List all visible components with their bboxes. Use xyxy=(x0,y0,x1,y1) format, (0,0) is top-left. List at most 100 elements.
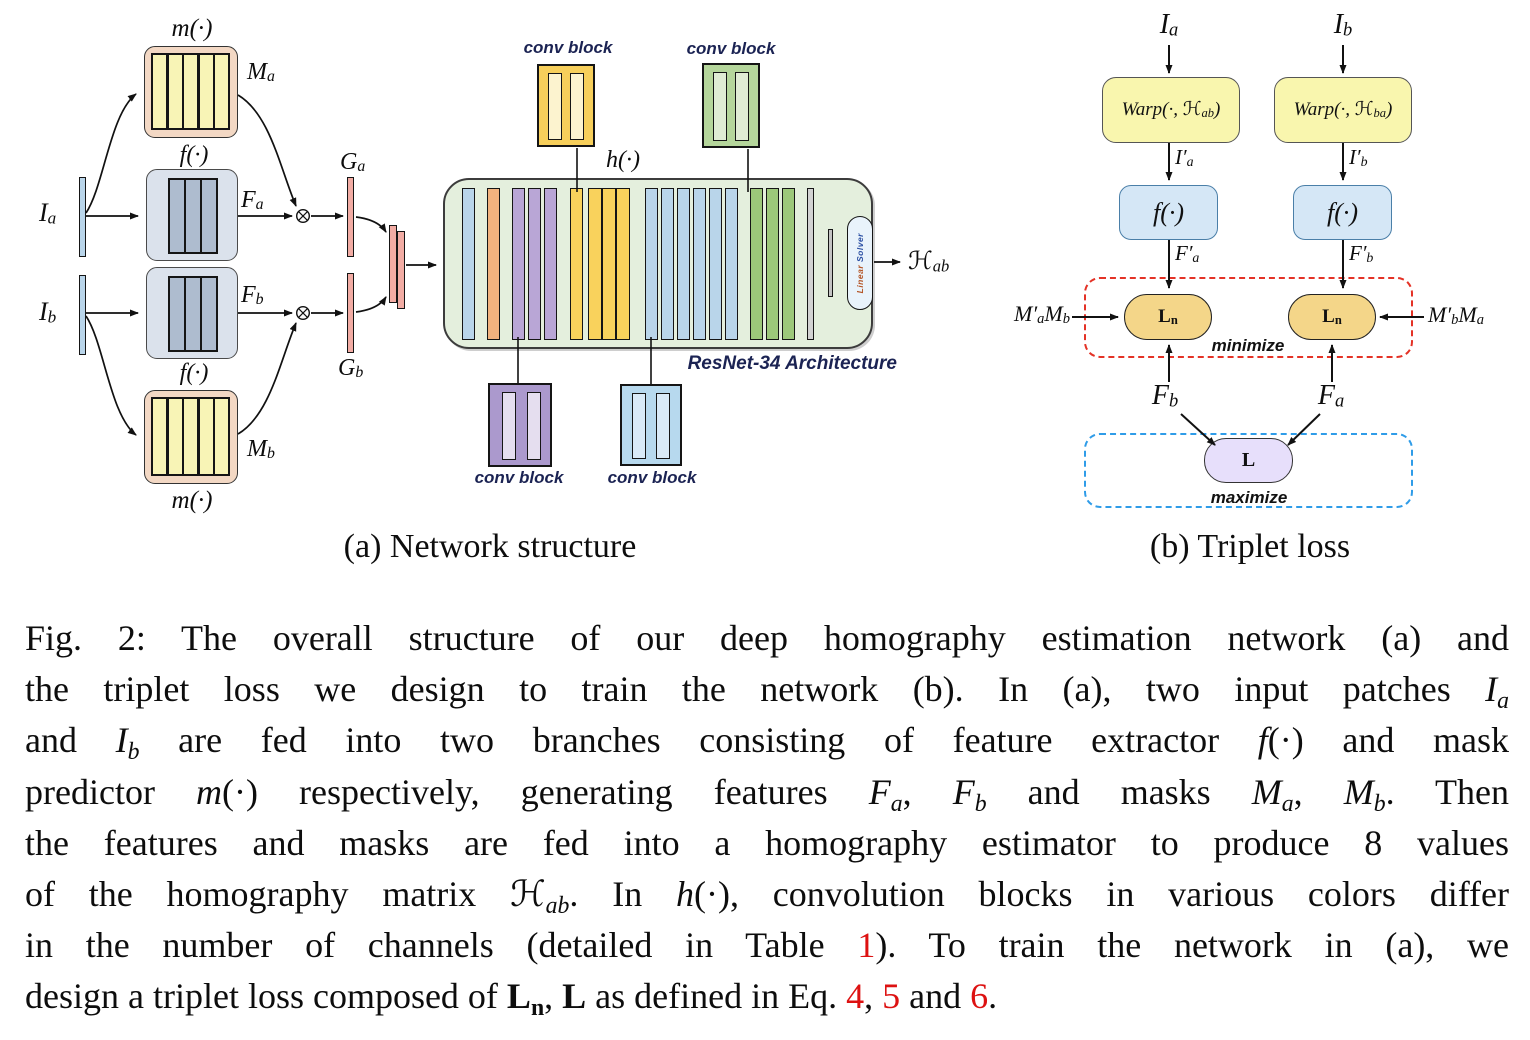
mask-predictor-b-cells xyxy=(151,397,230,476)
loss-ln-right-label: Ln xyxy=(1322,305,1342,328)
feature-cell xyxy=(186,278,200,350)
feature-fn-label-bottom: f(·) xyxy=(179,360,209,386)
loss-ln-pill-left: Ln xyxy=(1124,294,1212,340)
conv-block-purple xyxy=(488,383,552,467)
feat-a-label: Fa xyxy=(241,187,264,214)
resnet-bar-purple xyxy=(512,188,525,340)
caption-line: predictor m(·) respectively, generating … xyxy=(25,771,1510,817)
gated-feature-a-bar xyxy=(347,177,354,257)
mask-cell xyxy=(153,55,166,128)
resnet-bar-yellow xyxy=(570,188,583,340)
warp-box-b: Warp(·, ℋba) xyxy=(1274,77,1412,143)
input-patch-b-bar xyxy=(79,275,86,355)
mask-cell xyxy=(199,399,213,474)
resnet-bar-blue xyxy=(661,188,674,340)
feat-b-label: Fb xyxy=(241,282,264,309)
warp-box-b-label: Warp(·, ℋba) xyxy=(1293,98,1393,121)
gate-b-label: Gb xyxy=(338,355,364,382)
feature-extractor-b-block xyxy=(146,267,238,359)
estimator-fn-label: h(·) xyxy=(606,147,640,173)
mask-cell xyxy=(168,399,182,474)
feature-extractor-box-a: f(·) xyxy=(1119,185,1218,240)
loss-l-label: L xyxy=(1241,449,1256,471)
linear-solver-label: Linear Solver xyxy=(855,232,865,294)
feature-cell xyxy=(170,180,184,252)
triplet-feat-b-label: Fb xyxy=(1151,380,1179,411)
resnet-bar-green xyxy=(750,188,763,340)
conv-inner-bar xyxy=(570,73,584,140)
conv-block-blue xyxy=(620,384,682,466)
mask-cell xyxy=(153,399,166,474)
resnet-bar-gray-small xyxy=(828,229,833,297)
figure-caption: Fig. 2: The overall structure of our dee… xyxy=(25,613,1509,1023)
caption-line: Fig. 2: The overall structure of our dee… xyxy=(25,618,1509,658)
resnet-bar-blue xyxy=(462,188,475,340)
conv-inner-bar xyxy=(735,72,749,141)
warp-box-a-label: Warp(·, ℋab) xyxy=(1121,98,1221,121)
resnet-bar-orange xyxy=(487,188,500,340)
resnet-architecture-label: ResNet-34 Architecture xyxy=(687,353,897,374)
conv-block-yellow xyxy=(537,64,595,147)
linear-solver-pill: Linear Solver xyxy=(847,216,873,310)
input-patch-a-bar xyxy=(79,177,86,257)
conv-block-label-2: conv block xyxy=(686,39,776,58)
loss-ln-left-label: Ln xyxy=(1158,305,1178,328)
concat-feature-bar-1 xyxy=(389,225,397,303)
loss-l-pill: L xyxy=(1204,438,1293,483)
mask-cell xyxy=(215,55,228,128)
conv-inner-bar xyxy=(656,393,670,459)
warp-box-a: Warp(·, ℋab) xyxy=(1102,77,1240,143)
mask-b-label: Mb xyxy=(247,436,275,463)
resnet-bar-blue xyxy=(677,188,690,340)
feature-extractor-box-b-label: f(·) xyxy=(1326,197,1359,227)
gated-feature-b-bar xyxy=(347,273,354,353)
resnet-bar-blue xyxy=(645,188,658,340)
mask-cell xyxy=(199,55,213,128)
warped-feat-b-label: F′b xyxy=(1349,241,1374,265)
conv-block-label-3: conv block xyxy=(474,468,564,487)
mask-fn-label-top: m(·) xyxy=(171,15,213,42)
homography-output-label: ℋab xyxy=(908,246,950,276)
triplet-input-a-label: Ia xyxy=(1159,9,1179,40)
feature-cell xyxy=(202,180,217,252)
feature-cell xyxy=(202,278,217,350)
caption-line: and Ib are fed into two branches consist… xyxy=(25,720,1510,766)
mask-cell xyxy=(168,55,182,128)
conv-block-label-1: conv block xyxy=(523,38,613,57)
feature-cell xyxy=(186,180,200,252)
conv-inner-bar xyxy=(527,392,541,460)
caption-line: design a triplet loss composed of Ln, L … xyxy=(25,976,998,1022)
feature-extractor-b-cells xyxy=(168,276,218,352)
resnet-bar-blue xyxy=(693,188,706,340)
feature-fn-label-top: f(·) xyxy=(179,142,209,168)
triplet-input-b-label: Ib xyxy=(1333,9,1353,40)
warped-a-label: I′a xyxy=(1175,145,1194,169)
resnet-bar-blue xyxy=(725,188,738,340)
resnet-bar-purple xyxy=(544,188,557,340)
warped-b-label: I′b xyxy=(1349,145,1368,169)
resnet-bar-green xyxy=(766,188,779,340)
caption-line: of the homography matrix ℋab. In h(·), c… xyxy=(25,873,1509,920)
conv-inner-bar xyxy=(548,73,562,140)
mask-cell xyxy=(184,55,197,128)
resnet-bar-green xyxy=(782,188,795,340)
mask-fn-label-bottom: m(·) xyxy=(171,487,213,514)
feature-extractor-a-cells xyxy=(168,178,218,254)
resnet-bar-yellow xyxy=(602,188,616,340)
feature-extractor-box-a-label: f(·) xyxy=(1152,197,1185,227)
conv-block-green xyxy=(702,63,760,148)
mask-predictor-a-block xyxy=(144,46,238,138)
resnet-bar-yellow xyxy=(616,188,630,340)
maximize-dashed-box xyxy=(1084,433,1413,508)
gate-a-label: Ga xyxy=(340,149,366,176)
caption-line: the features and masks are fed into a ho… xyxy=(25,822,1509,863)
resnet-bar-blue xyxy=(709,188,722,340)
caption-line: the triplet loss we design to train the … xyxy=(25,669,1509,715)
loss-ln-pill-right: Ln xyxy=(1288,294,1376,340)
resnet-bar-purple xyxy=(528,188,541,340)
mask-product-right-label: M′bMa xyxy=(1428,302,1484,329)
feature-extractor-a-block xyxy=(146,169,238,261)
warped-feat-a-label: F′a xyxy=(1175,241,1200,265)
mask-predictor-a-cells xyxy=(151,53,230,130)
multiply-icon xyxy=(296,208,311,321)
